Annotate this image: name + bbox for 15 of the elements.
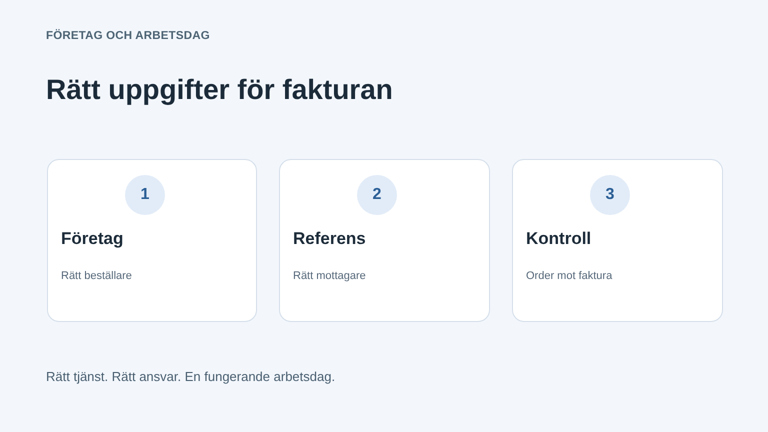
card-heading: Företag xyxy=(61,229,124,249)
step-card xyxy=(279,159,490,322)
step-number-circle: 3 xyxy=(590,175,630,215)
card-heading: Referens xyxy=(293,229,366,249)
step-number-circle: 2 xyxy=(357,175,397,215)
step-card xyxy=(47,159,257,322)
page-title: Rätt uppgifter för fakturan xyxy=(46,74,393,106)
card-text: Rätt beställare xyxy=(61,270,132,282)
card-text: Order mot faktura xyxy=(526,270,612,282)
step-number-circle: 1 xyxy=(125,175,165,215)
tagline: Rätt tjänst. Rätt ansvar. En fungerande arbetsdag. xyxy=(46,369,336,384)
eyebrow-label: FÖRETAG OCH ARBETSDAG xyxy=(46,30,210,42)
card-heading: Kontroll xyxy=(526,229,592,249)
step-card xyxy=(512,159,723,322)
card-text: Rätt mottagare xyxy=(293,270,366,282)
